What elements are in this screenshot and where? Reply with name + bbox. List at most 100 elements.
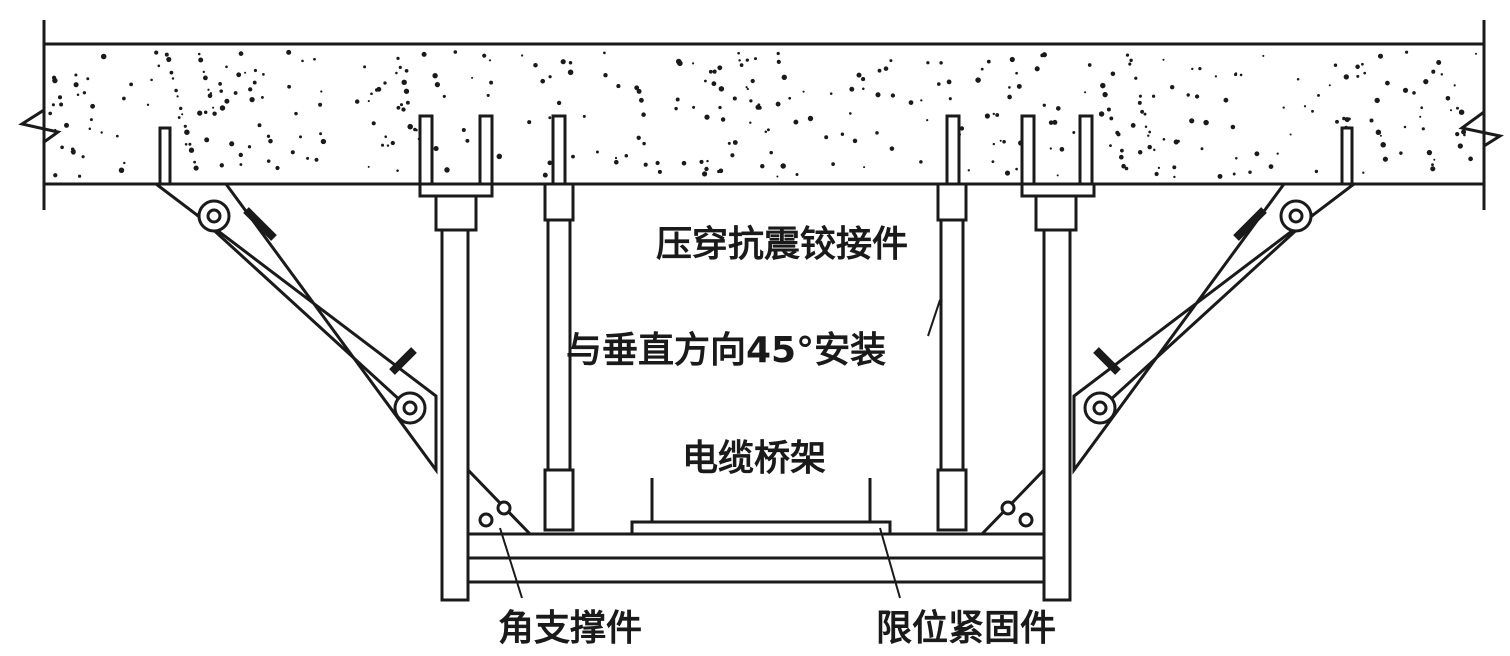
concrete-speckle — [1153, 148, 1156, 152]
concrete-speckle — [749, 99, 753, 103]
concrete-speckle — [675, 58, 682, 65]
concrete-speckle — [396, 105, 401, 110]
concrete-speckle — [403, 88, 410, 94]
concrete-speckle — [1474, 52, 1478, 55]
concrete-speckle — [1042, 103, 1046, 107]
concrete-speckle — [766, 128, 770, 132]
concrete-speckle — [831, 162, 835, 166]
concrete-speckle — [1140, 109, 1145, 114]
concrete-speckle — [1191, 67, 1194, 71]
concrete-speckle — [184, 129, 190, 135]
concrete-speckle — [81, 155, 85, 159]
concrete-speckle — [444, 167, 450, 173]
concrete-speckle — [1436, 60, 1442, 65]
concrete-speckle — [1314, 169, 1319, 174]
concrete-speckle — [53, 173, 58, 178]
concrete-speckle — [1147, 134, 1150, 137]
concrete-speckle — [1420, 106, 1424, 110]
concrete-speckle — [1276, 152, 1279, 155]
concrete-speckle — [1217, 173, 1223, 179]
concrete-speckle — [824, 135, 829, 140]
concrete-speckle — [1109, 144, 1112, 147]
concrete-speckle — [384, 135, 387, 138]
concrete-speckle — [1124, 166, 1129, 171]
concrete-speckle — [179, 106, 183, 111]
concrete-speckle — [829, 92, 833, 95]
concrete-speckle — [1431, 163, 1434, 167]
concrete-speckle — [1379, 134, 1382, 137]
concrete-speckle — [749, 121, 752, 124]
concrete-speckle — [1344, 117, 1350, 123]
concrete-speckle — [52, 77, 58, 84]
concrete-speckle — [802, 90, 805, 93]
concrete-speckle — [354, 99, 360, 104]
concrete-speckle — [1109, 116, 1114, 121]
concrete-speckle — [383, 81, 387, 85]
concrete-speckle — [239, 163, 243, 166]
label-install-angle: 与垂直方向45°安装 — [566, 330, 886, 371]
concrete-speckle — [717, 65, 723, 71]
concrete-slab — [18, 20, 1504, 210]
concrete-speckle — [1232, 172, 1236, 176]
concrete-speckle — [433, 146, 439, 152]
concrete-speckle — [367, 100, 370, 103]
concrete-speckle — [1016, 83, 1022, 89]
concrete-speckle — [48, 111, 53, 116]
concrete-speckle — [568, 60, 573, 65]
concrete-speckle — [636, 88, 642, 94]
concrete-speckle — [1457, 143, 1463, 149]
concrete-speckle — [1402, 87, 1409, 93]
concrete-speckle — [371, 121, 376, 126]
concrete-speckle — [1121, 163, 1126, 169]
concrete-speckle — [1162, 58, 1165, 61]
concrete-speckle — [1137, 150, 1143, 155]
concrete-speckle — [1378, 53, 1383, 59]
concrete-speckle — [1356, 74, 1360, 78]
concrete-speckle — [643, 162, 648, 167]
concrete-speckle — [183, 124, 187, 128]
concrete-speckle — [184, 143, 188, 146]
concrete-speckle — [1052, 119, 1058, 125]
concrete-speckle — [188, 142, 192, 146]
concrete-speckle — [1128, 62, 1132, 66]
concrete-speckle — [219, 163, 224, 168]
concrete-speckle — [193, 160, 197, 164]
concrete-speckle — [306, 156, 310, 160]
concrete-speckle — [290, 150, 295, 155]
concrete-speckle — [603, 73, 608, 78]
concrete-speckle — [174, 88, 178, 93]
concrete-speckle — [202, 70, 206, 74]
concrete-speckle — [533, 62, 538, 68]
concrete-speckle — [1382, 156, 1388, 162]
concrete-speckle — [1148, 130, 1152, 134]
concrete-speckle — [1200, 147, 1204, 151]
concrete-speckle — [1412, 91, 1416, 95]
concrete-speckle — [212, 111, 217, 116]
concrete-speckle — [614, 156, 618, 160]
concrete-speckle — [193, 165, 199, 171]
concrete-speckle — [1296, 78, 1300, 81]
concrete-speckle — [1453, 84, 1456, 87]
concrete-speckle — [396, 56, 400, 61]
concrete-speckle — [775, 101, 781, 107]
concrete-speckle — [370, 92, 373, 96]
concrete-speckle — [883, 66, 889, 71]
concrete-speckle — [1007, 94, 1012, 100]
concrete-speckle — [776, 59, 781, 64]
concrete-speckle — [229, 141, 235, 147]
concrete-speckle — [252, 80, 257, 85]
concrete-speckle — [1147, 144, 1152, 150]
concrete-speckle — [926, 119, 929, 122]
concrete-speckle — [937, 82, 941, 86]
concrete-speckle — [253, 68, 257, 73]
concrete-speckle — [169, 70, 174, 75]
concrete-speckle — [1317, 93, 1320, 97]
concrete-speckle — [1098, 111, 1105, 117]
concrete-speckle — [657, 169, 662, 174]
concrete-speckle — [1333, 63, 1338, 67]
concrete-speckle — [212, 106, 215, 109]
concrete-speckle — [154, 50, 159, 55]
concrete-speckle — [287, 84, 291, 89]
concrete-speckle — [708, 69, 713, 74]
concrete-speckle — [1235, 156, 1238, 160]
